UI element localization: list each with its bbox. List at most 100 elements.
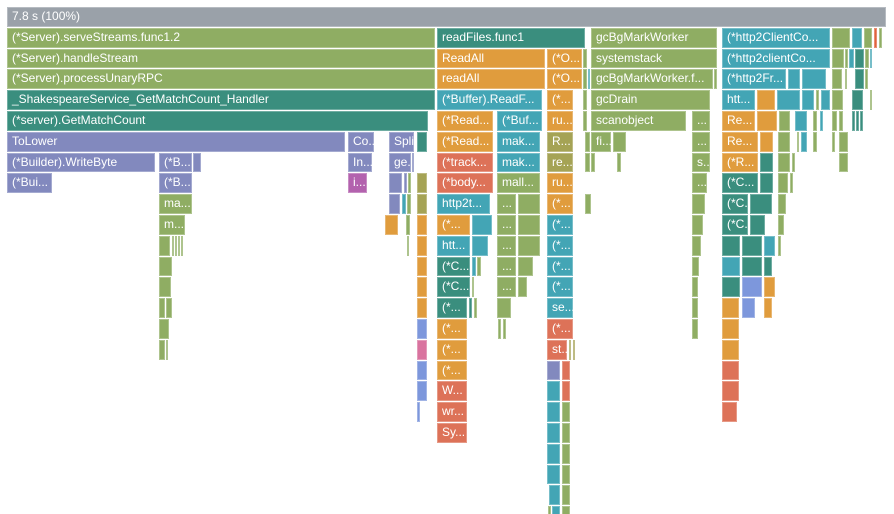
flame-cell-fragment[interactable] [562,506,570,514]
flame-cell-fragment[interactable] [175,235,177,256]
flame-cell-fragment[interactable] [389,194,400,214]
flame-cell-fragment[interactable] [864,27,872,48]
flame-cell-fragment[interactable] [469,298,472,318]
flame-cell-fragment[interactable] [518,277,527,298]
flame-cell-fragment[interactable] [417,381,427,402]
flame-cell-fragment[interactable] [477,256,481,277]
flame-cell-fragment[interactable] [816,90,819,110]
flame-cell[interactable]: (*http2clientCo... [722,48,830,69]
flame-cell-fragment[interactable] [795,111,807,131]
flame-cell[interactable]: (*... [547,319,573,339]
flame-cell[interactable]: ... [692,111,710,131]
flame-cell-fragment[interactable] [813,131,817,152]
flame-cell[interactable]: (*B... [159,173,192,194]
flame-cell-fragment[interactable] [760,131,773,152]
flame-cell[interactable]: (*... [547,235,573,256]
flame-cell[interactable]: gcDrain [591,90,710,110]
flame-cell-fragment[interactable] [583,48,587,69]
flame-cell[interactable]: wr... [437,402,467,422]
flame-cell-fragment[interactable] [389,173,402,194]
flame-cell-fragment[interactable] [801,131,807,152]
flame-cell-fragment[interactable] [722,235,740,256]
flame-cell-fragment[interactable] [417,339,427,360]
flame-cell[interactable]: (*... [437,298,467,318]
flame-cell-fragment[interactable] [562,381,570,402]
flame-cell-fragment[interactable] [562,485,570,506]
flame-cell[interactable]: ... [692,173,707,194]
flame-cell-fragment[interactable] [764,256,772,277]
flame-cell[interactable]: R... [547,131,573,152]
flame-cell-fragment[interactable] [742,298,755,318]
flame-cell-fragment[interactable] [585,131,590,152]
flame-cell[interactable]: (*Bui... [7,173,52,194]
flame-cell[interactable]: ... [692,131,710,152]
flame-cell-fragment[interactable] [820,111,823,131]
flame-cell-fragment[interactable] [569,339,571,360]
flame-cell-fragment[interactable] [562,464,570,485]
flame-cell-fragment[interactable] [417,277,427,298]
flame-cell-fragment[interactable] [778,131,790,152]
flame-cell[interactable]: readFiles.func1 [437,27,585,48]
flame-cell-fragment[interactable] [547,464,560,485]
flame-cell[interactable]: Co... [348,131,374,152]
flame-cell[interactable]: gcBgMarkWorker [591,27,717,48]
flame-cell[interactable]: (*R... [722,152,758,173]
flame-cell-fragment[interactable] [406,215,410,235]
flame-cell-fragment[interactable] [778,194,786,214]
flame-cell-fragment[interactable] [788,69,800,90]
flame-cell[interactable]: http2t... [437,194,490,214]
flame-cell[interactable]: ... [497,235,516,256]
flame-cell-fragment[interactable] [613,131,626,152]
flame-cell-fragment[interactable] [692,194,705,214]
flame-cell-fragment[interactable] [865,69,868,90]
flame-cell-fragment[interactable] [498,319,501,339]
flame-cell-fragment[interactable] [549,485,560,506]
flame-cell-fragment[interactable] [585,152,590,173]
flame-cell-fragment[interactable] [722,298,739,318]
flame-cell[interactable]: mak... [497,131,540,152]
flame-cell-fragment[interactable] [417,256,427,277]
flame-cell[interactable]: (*C... [722,173,758,194]
flame-cell-fragment[interactable] [852,90,863,110]
flame-cell-fragment[interactable] [852,27,862,48]
flame-cell-fragment[interactable] [852,111,855,131]
flame-cell-fragment[interactable] [548,506,551,514]
flame-cell[interactable]: (*... [437,339,467,360]
flame-cell-fragment[interactable] [547,402,560,422]
flame-cell-fragment[interactable] [778,235,781,256]
flame-cell-fragment[interactable] [764,277,775,298]
flame-cell[interactable]: readAll [437,69,545,90]
flame-cell-fragment[interactable] [790,173,793,194]
flame-cell-fragment[interactable] [588,69,590,90]
flame-cell[interactable]: In... [348,152,372,173]
flame-cell-fragment[interactable] [839,152,848,173]
flame-cell-fragment[interactable] [159,277,171,298]
flame-cell-fragment[interactable] [832,48,844,69]
flame-cell-fragment[interactable] [757,90,775,110]
flame-cell-fragment[interactable] [552,506,560,514]
flame-cell[interactable]: re... [547,152,573,173]
flame-cell-fragment[interactable] [385,215,398,235]
flame-cell-fragment[interactable] [417,319,427,339]
flame-cell-fragment[interactable] [855,48,864,69]
flame-cell-fragment[interactable] [760,152,773,173]
flame-cell-fragment[interactable] [722,319,739,339]
flame-cell-fragment[interactable] [518,235,540,256]
flame-cell-fragment[interactable] [407,235,409,256]
flame-cell-fragment[interactable] [583,90,587,110]
flame-cell-fragment[interactable] [821,90,830,110]
flame-cell-fragment[interactable] [591,152,595,173]
flame-cell[interactable]: (*... [437,319,467,339]
flame-cell-fragment[interactable] [870,48,872,69]
flame-cell[interactable]: Re... [722,111,755,131]
flame-cell[interactable]: (*Server).processUnaryRPC [7,69,435,90]
flame-cell-fragment[interactable] [722,402,737,422]
flame-cell[interactable]: (*C... [722,194,748,214]
flame-cell-fragment[interactable] [750,215,765,235]
flame-cell-fragment[interactable] [159,298,165,318]
flame-cell[interactable]: (*http2ClientCo... [722,27,830,48]
flame-cell[interactable]: (*server).GetMatchCount [7,111,428,131]
flame-cell-fragment[interactable] [472,235,488,256]
flame-cell[interactable]: i... [348,173,367,194]
flame-cell-fragment[interactable] [562,360,570,381]
